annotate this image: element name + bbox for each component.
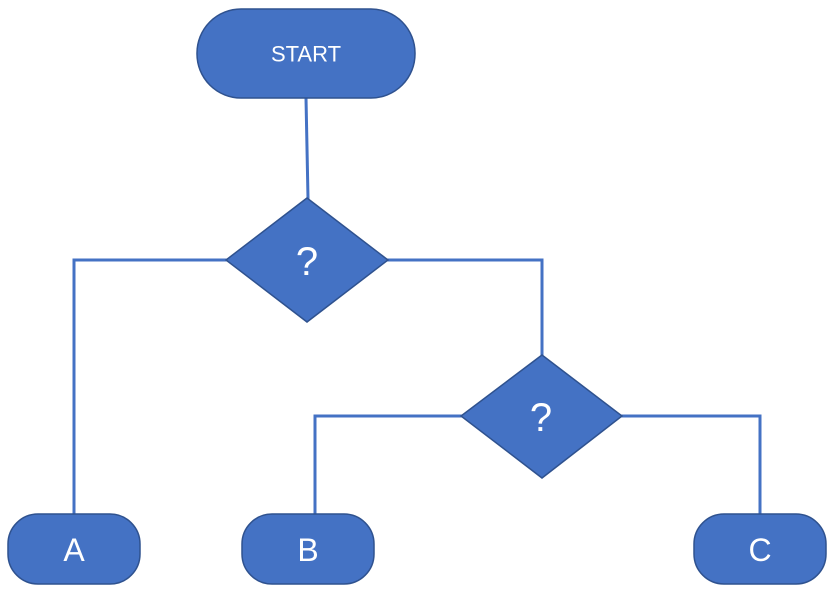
connectors bbox=[72, 96, 762, 515]
end-node-b-label: B bbox=[297, 532, 318, 568]
edge-decision-2-to-b bbox=[313, 414, 463, 515]
end-node-a-label: A bbox=[63, 532, 85, 568]
start-node-label: START bbox=[271, 42, 341, 67]
edge-decision-1-to-a bbox=[72, 258, 228, 515]
edge-start-to-decision-1 bbox=[304, 96, 310, 200]
edge-decision-2-to-c bbox=[620, 414, 762, 515]
start-node: START bbox=[196, 8, 416, 99]
end-node-c: C bbox=[693, 513, 827, 585]
decision-node-1-label: ? bbox=[296, 240, 318, 284]
end-node-c-label: C bbox=[748, 532, 771, 568]
decision-node-2-label: ? bbox=[530, 396, 552, 440]
end-node-b: B bbox=[241, 513, 375, 585]
decision-node-1: ? bbox=[224, 197, 390, 323]
decision-node-2: ? bbox=[459, 354, 624, 479]
end-node-a: A bbox=[7, 513, 141, 585]
edge-decision-1-to-decision-2 bbox=[386, 258, 544, 357]
